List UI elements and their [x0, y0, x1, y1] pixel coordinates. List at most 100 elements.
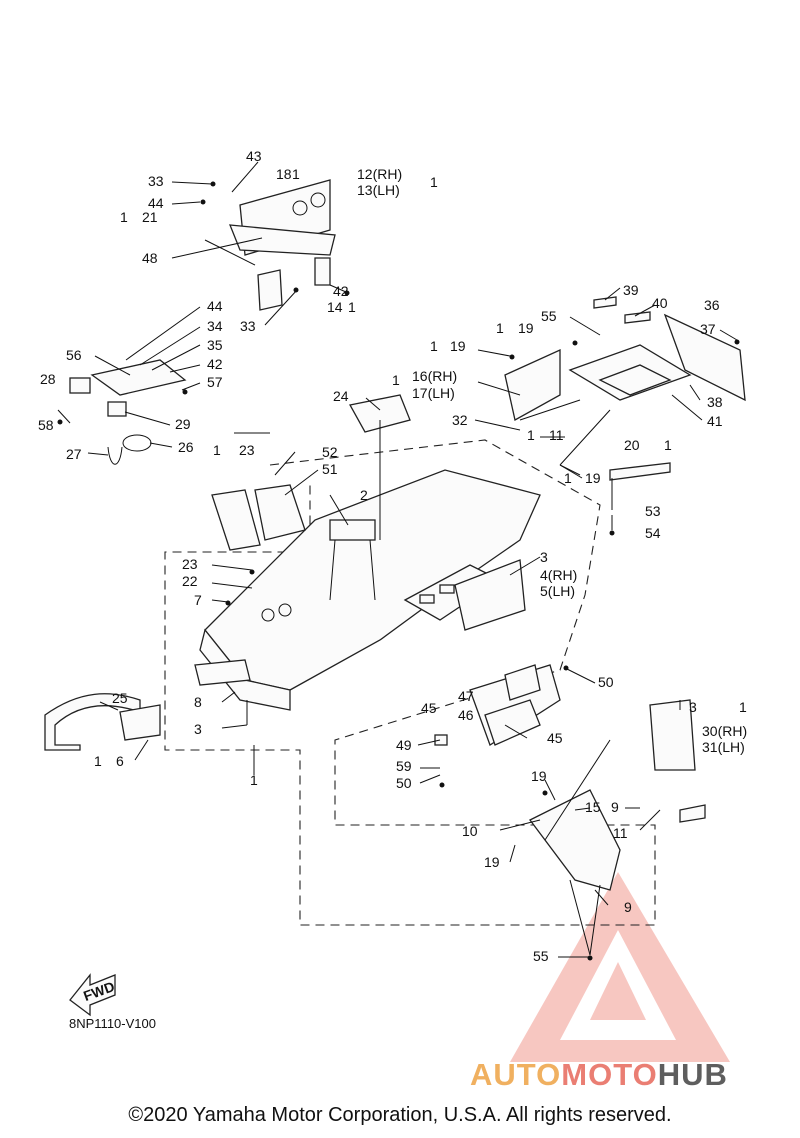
- part-number-label: 19: [450, 338, 466, 354]
- part-number-label: 26: [178, 439, 194, 455]
- copyright-notice: ©2020 Yamaha Motor Corporation, U.S.A. A…: [128, 1104, 672, 1126]
- part-number-label: 1: [213, 442, 221, 458]
- part-number-label: 17(LH): [412, 385, 455, 401]
- part-number-label: 25: [112, 690, 128, 706]
- part-number-label: 58: [38, 417, 54, 433]
- part-number-label: 9: [611, 799, 619, 815]
- part-number-label: 44: [148, 195, 164, 211]
- fastener-dots: [57, 181, 740, 961]
- part-number-label: 27: [66, 446, 82, 462]
- part-number-label: 1: [348, 299, 356, 315]
- part-number-label: 13(LH): [357, 182, 400, 198]
- part-number-label: 30(RH): [702, 723, 747, 739]
- part-number-label: 19: [484, 854, 500, 870]
- part-number-label: 42: [333, 283, 349, 299]
- part-number-label: 39: [623, 282, 639, 298]
- part-number-label: 5(LH): [540, 583, 575, 599]
- part-number-label: 1: [430, 338, 438, 354]
- part-number-label: 2: [360, 487, 368, 503]
- watermark-logo: [510, 872, 730, 1062]
- part-number-label: 4(RH): [540, 567, 577, 583]
- part-number-label: 56: [66, 347, 82, 363]
- part-number-label: 1: [739, 699, 747, 715]
- part-number-label: 46: [458, 707, 474, 723]
- part-number-label: 33: [148, 173, 164, 189]
- part-number-label: 16(RH): [412, 368, 457, 384]
- part-number-label: 24: [333, 388, 349, 404]
- part-number-label: 1: [292, 166, 300, 182]
- part-number-label: 55: [541, 308, 557, 324]
- part-number-label: 19: [531, 768, 547, 784]
- part-number-label: 18: [276, 166, 292, 182]
- part-number-label: 50: [396, 775, 412, 791]
- part-number-label: 47: [458, 688, 474, 704]
- part-number-label: 8: [194, 694, 202, 710]
- part-number-label: 1: [120, 209, 128, 225]
- part-number-label: 23: [182, 556, 198, 572]
- electrical-components: [69, 359, 411, 465]
- upper-bracket-assembly: [204, 179, 336, 311]
- part-number-label: 9: [624, 899, 632, 915]
- part-number-label: 3: [540, 549, 548, 565]
- part-number-label: 1: [496, 320, 504, 336]
- part-number-label: 3: [689, 699, 697, 715]
- part-number-label: 33: [240, 318, 256, 334]
- part-number-label: 15: [585, 799, 601, 815]
- part-number-label: 57: [207, 374, 223, 390]
- part-number-label: 23: [239, 442, 255, 458]
- part-number-label: 7: [194, 592, 202, 608]
- part-number-label: 1: [250, 772, 258, 788]
- part-number-label: 55: [533, 948, 549, 964]
- brand-part-moto: MOTO: [561, 1057, 658, 1092]
- brand-part-hub: HUB: [657, 1057, 728, 1092]
- part-number-label: 31(LH): [702, 739, 745, 755]
- part-number-label: 52: [322, 444, 338, 460]
- part-number-label: 28: [40, 371, 56, 387]
- part-number-label: 3: [194, 721, 202, 737]
- part-number-label: 48: [142, 250, 158, 266]
- part-number-label: 38: [707, 394, 723, 410]
- part-number-label: 19: [585, 470, 601, 486]
- part-number-label: 34: [207, 318, 223, 334]
- part-number-label: 14: [327, 299, 343, 315]
- part-number-label: 20: [624, 437, 640, 453]
- bumper-assembly: [44, 659, 706, 956]
- rear-rack: [504, 296, 746, 481]
- part-number-label: 37: [700, 321, 716, 337]
- leader-lines: [57, 161, 738, 958]
- part-number-label: 1: [430, 174, 438, 190]
- part-number-label: 21: [142, 209, 158, 225]
- part-number-label: 54: [645, 525, 661, 541]
- part-number-label: 45: [421, 700, 437, 716]
- brand-part-auto: AUTO: [470, 1057, 562, 1092]
- side-panels: [211, 484, 696, 771]
- part-number-label: 32: [452, 412, 468, 428]
- part-number-label: 1: [664, 437, 672, 453]
- part-number-label: 1: [527, 427, 535, 443]
- part-number-label: 41: [707, 413, 723, 429]
- part-number-label: 1: [94, 753, 102, 769]
- assembly-outlines: [164, 439, 656, 926]
- part-number-label: 11: [549, 427, 564, 443]
- part-number-label: 10: [462, 823, 478, 839]
- part-number-label: 51: [322, 461, 338, 477]
- part-number-label: 44: [207, 298, 223, 314]
- part-number-label: 36: [704, 297, 720, 313]
- part-number-label: 1: [392, 372, 400, 388]
- watermark-brand: AUTOMOTOHUB: [470, 1057, 728, 1093]
- part-number-label: 45: [547, 730, 563, 746]
- part-number-label: 42: [207, 356, 223, 372]
- part-number-label: 40: [652, 295, 668, 311]
- part-number-label: 49: [396, 737, 412, 753]
- fwd-arrow-icon: FWD: [69, 973, 117, 1017]
- part-number-label: 29: [175, 416, 191, 432]
- part-number-label: 19: [518, 320, 534, 336]
- part-number-label: 6: [116, 753, 124, 769]
- part-number-label: 35: [207, 337, 223, 353]
- part-number-label: 53: [645, 503, 661, 519]
- part-number-label: 59: [396, 758, 412, 774]
- part-number-label: 12(RH): [357, 166, 402, 182]
- part-number-label: 22: [182, 573, 198, 589]
